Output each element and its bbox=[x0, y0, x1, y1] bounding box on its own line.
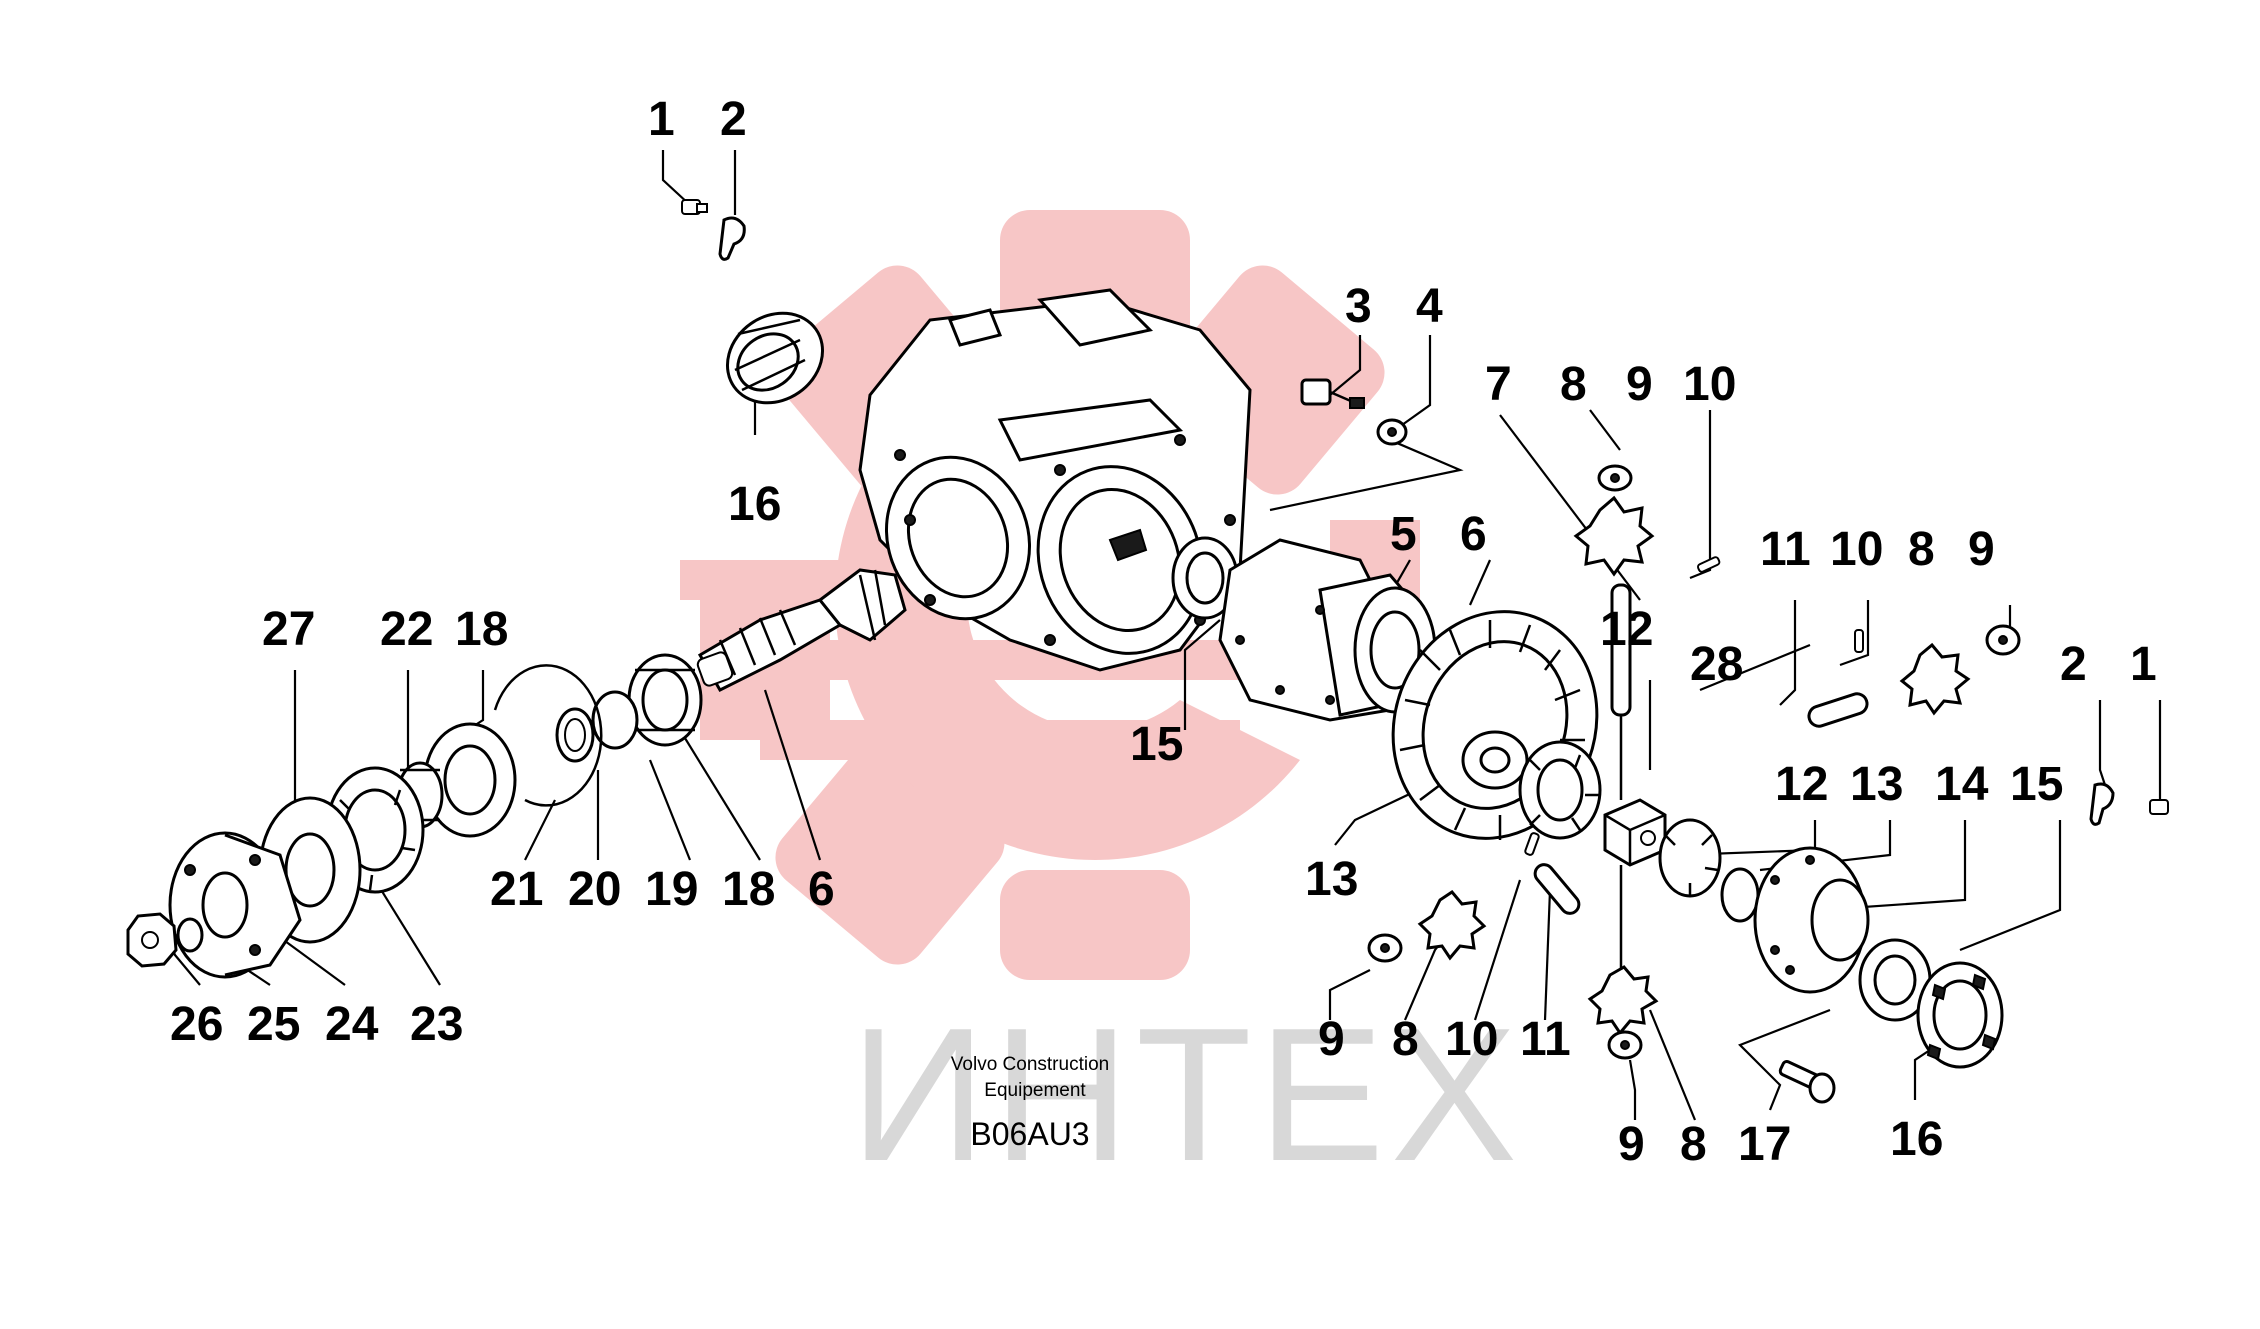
label-10-top: 10 bbox=[1683, 358, 1736, 411]
label-2-right: 2 bbox=[2060, 638, 2087, 691]
label-27: 27 bbox=[262, 603, 315, 656]
label-18-upper: 18 bbox=[455, 603, 508, 656]
part-labels: 1 2 16 3 4 7 8 9 10 5 6 11 10 8 9 12 28 … bbox=[170, 93, 2157, 1171]
label-22: 22 bbox=[380, 603, 433, 656]
label-2-top: 2 bbox=[720, 93, 747, 146]
shim-20 bbox=[555, 707, 595, 763]
label-7: 7 bbox=[1485, 358, 1512, 411]
spacer-19 bbox=[591, 690, 639, 750]
thrust-washer-13-right bbox=[1720, 867, 1760, 923]
bearing-cup-16-top bbox=[725, 311, 825, 405]
label-21: 21 bbox=[490, 863, 543, 916]
clip-2-top bbox=[718, 216, 746, 261]
axle-housing bbox=[858, 288, 1252, 672]
seal-ring-23 bbox=[325, 766, 425, 894]
roll-pin-10-right bbox=[1854, 629, 1864, 653]
spider-28 bbox=[1603, 798, 1667, 867]
planet-gear-8-top bbox=[1573, 495, 1655, 577]
label-17: 17 bbox=[1738, 1118, 1791, 1171]
pinion-shaft-6 bbox=[696, 568, 907, 692]
washer-9-bottom bbox=[1607, 1030, 1643, 1060]
washer-9-lower-left bbox=[1367, 933, 1403, 963]
label-20: 20 bbox=[568, 863, 621, 916]
label-8-top: 8 bbox=[1560, 358, 1587, 411]
label-3: 3 bbox=[1345, 280, 1372, 333]
label-8-right: 8 bbox=[1908, 523, 1935, 576]
roll-pin-10-lower bbox=[1524, 832, 1540, 856]
label-8-bottom: 8 bbox=[1680, 1118, 1707, 1171]
label-6-right: 6 bbox=[1460, 508, 1487, 561]
watermark-text: ИНТЕХ bbox=[850, 989, 1523, 1201]
bolt-17 bbox=[1778, 1060, 1836, 1104]
label-14: 14 bbox=[1935, 758, 1989, 811]
label-8-lower-left: 8 bbox=[1392, 1013, 1419, 1066]
diagram-code: B06AU3 bbox=[970, 1116, 1089, 1152]
label-5: 5 bbox=[1390, 508, 1417, 561]
screw-1-top bbox=[681, 199, 708, 215]
diagram-caption: Volvo Construction Equipement B06AU3 bbox=[951, 1054, 1109, 1152]
roll-pin-10-top bbox=[1696, 556, 1721, 573]
cross-pin-11-right bbox=[1807, 692, 1869, 728]
flange-24 bbox=[168, 831, 302, 979]
label-18-lower: 18 bbox=[722, 863, 775, 916]
side-gear-12-right bbox=[1658, 818, 1722, 898]
bearing-18-upper bbox=[627, 653, 703, 747]
label-26: 26 bbox=[170, 998, 223, 1051]
washer-25 bbox=[176, 917, 204, 953]
label-16-top: 16 bbox=[728, 478, 781, 531]
side-gear-12-upper bbox=[1518, 740, 1602, 840]
parts bbox=[126, 199, 2169, 1104]
label-11-lower: 11 bbox=[1520, 1013, 1571, 1066]
diff-case-half-14 bbox=[1753, 846, 1870, 994]
washer-4 bbox=[1376, 418, 1408, 446]
label-24: 24 bbox=[325, 998, 379, 1051]
bolt-3 bbox=[1300, 378, 1365, 409]
bearing-18-lower bbox=[423, 722, 517, 838]
label-9-right: 9 bbox=[1968, 523, 1995, 576]
planet-gear-8-bottom bbox=[1587, 965, 1659, 1036]
label-1-top: 1 bbox=[648, 93, 675, 146]
washer-9-top bbox=[1597, 464, 1633, 492]
screw-1-right bbox=[2149, 799, 2169, 815]
caption-manufacturer: Volvo Construction bbox=[951, 1054, 1109, 1075]
label-10-right: 10 bbox=[1830, 523, 1883, 576]
label-6-left: 6 bbox=[808, 863, 835, 916]
label-13-right: 13 bbox=[1850, 758, 1903, 811]
clip-2-right bbox=[2089, 782, 2115, 826]
cross-pin-11-lower bbox=[1533, 863, 1581, 915]
label-12-right: 12 bbox=[1775, 758, 1828, 811]
bearing-15-left bbox=[1171, 536, 1239, 620]
label-15-right: 15 bbox=[2010, 758, 2063, 811]
nut-26 bbox=[126, 912, 178, 968]
label-9-top: 9 bbox=[1626, 358, 1653, 411]
label-9-bottom: 9 bbox=[1618, 1118, 1645, 1171]
label-28: 28 bbox=[1690, 638, 1743, 691]
label-1-right: 1 bbox=[2130, 638, 2157, 691]
label-11-right: 11 bbox=[1760, 523, 1811, 576]
caption-manufacturer-line2: Equipement bbox=[984, 1080, 1086, 1101]
label-15-left: 15 bbox=[1130, 718, 1183, 771]
bearing-cup-16-right bbox=[1916, 961, 2004, 1069]
label-10-lower: 10 bbox=[1445, 1013, 1498, 1066]
label-25: 25 bbox=[247, 998, 300, 1051]
label-23: 23 bbox=[410, 998, 463, 1051]
label-19: 19 bbox=[645, 863, 698, 916]
label-9-lower-left: 9 bbox=[1318, 1013, 1345, 1066]
thrust-washer-13-upper bbox=[1461, 730, 1529, 790]
label-12-upper: 12 bbox=[1600, 603, 1653, 656]
label-4: 4 bbox=[1416, 280, 1443, 333]
planet-gear-8-lower-left bbox=[1417, 890, 1487, 961]
planet-gear-8-right bbox=[1899, 642, 1971, 716]
label-16-right: 16 bbox=[1890, 1113, 1943, 1166]
snap-ring-21 bbox=[493, 664, 603, 807]
label-13-lower: 13 bbox=[1305, 853, 1358, 906]
washer-9-right bbox=[1985, 624, 2021, 656]
